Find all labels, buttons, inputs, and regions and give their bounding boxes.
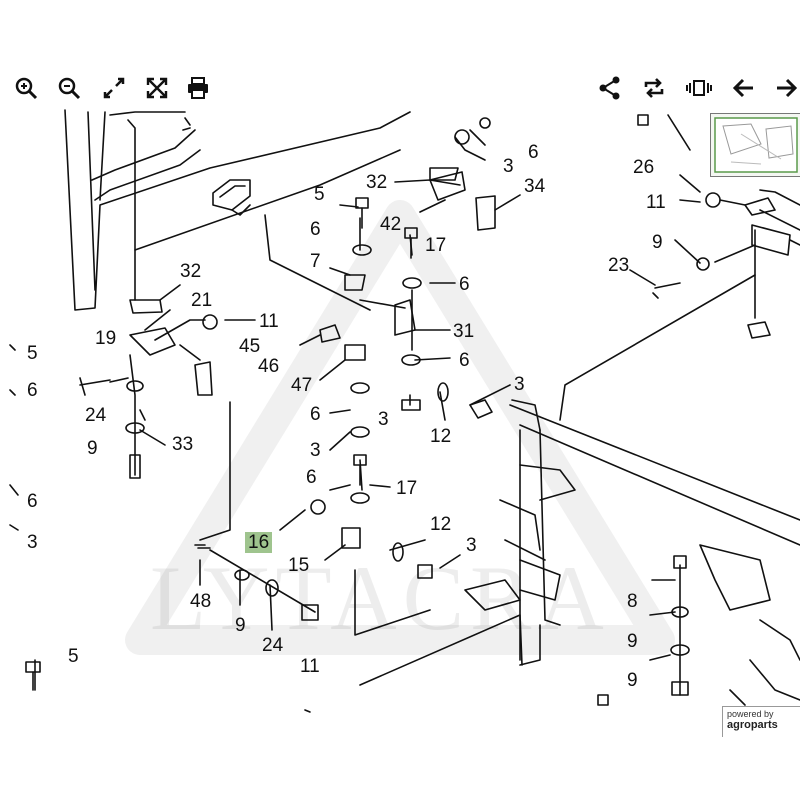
callout-6[interactable]: 6 <box>459 350 470 371</box>
callout-5[interactable]: 5 <box>27 343 38 364</box>
callout-3[interactable]: 3 <box>503 156 514 177</box>
callout-48[interactable]: 46 <box>258 356 280 377</box>
callout-24[interactable]: 24 <box>262 635 284 656</box>
callout-12[interactable]: 12 <box>430 514 452 535</box>
callout-9[interactable]: 9 <box>235 615 246 636</box>
callout-7[interactable]: 7 <box>310 251 321 272</box>
previous-button[interactable] <box>728 72 760 104</box>
callout-6[interactable]: 6 <box>528 142 539 163</box>
callout-31[interactable]: 31 <box>453 321 475 342</box>
print-icon <box>188 77 208 99</box>
previous-icon <box>732 78 753 98</box>
callout-6[interactable]: 6 <box>310 219 321 240</box>
agroparts-logo-text: agroparts <box>727 719 778 731</box>
fit-to-screen-icon <box>103 77 125 99</box>
callout-46[interactable]: 48 <box>190 591 212 612</box>
zoom-in-icon <box>15 77 38 100</box>
callout-16-highlighted[interactable]: 16 <box>245 532 273 553</box>
callout-6[interactable]: 6 <box>310 404 321 425</box>
callout-9[interactable]: 9 <box>87 438 98 459</box>
callout-26[interactable]: 26 <box>633 157 655 178</box>
callout-8[interactable]: 8 <box>627 591 638 612</box>
callout-17[interactable]: 17 <box>425 235 447 256</box>
fit-to-screen-button[interactable] <box>98 72 130 104</box>
callout-5[interactable]: 5 <box>314 184 325 205</box>
fullscreen-button[interactable] <box>141 72 173 104</box>
zoom-out-icon <box>58 77 81 100</box>
callout-3[interactable]: 3 <box>514 374 525 395</box>
next-button[interactable] <box>770 72 800 104</box>
thumbnail-preview-icon <box>714 117 798 173</box>
fullscreen-icon <box>146 77 168 99</box>
callout-15[interactable]: 15 <box>288 555 310 576</box>
zoom-out-button[interactable] <box>53 72 85 104</box>
callout-24[interactable]: 24 <box>85 405 107 426</box>
callout-6[interactable]: 6 <box>459 274 470 295</box>
callout-12[interactable]: 12 <box>430 426 452 447</box>
callout-11[interactable]: 11 <box>259 311 279 332</box>
callout-3[interactable]: 3 <box>27 532 38 553</box>
callout-9[interactable]: 9 <box>627 631 638 652</box>
callout-19[interactable]: 19 <box>95 328 117 349</box>
callout-33[interactable]: 34 <box>524 176 546 197</box>
callout-6[interactable]: 6 <box>27 380 38 401</box>
callout-42[interactable]: 42 <box>380 214 402 235</box>
callout-11[interactable]: 11 <box>300 656 320 677</box>
callout-34[interactable]: 33 <box>172 434 194 455</box>
callout-17[interactable]: 17 <box>396 478 418 499</box>
callout-21[interactable]: 21 <box>191 290 213 311</box>
callout-23[interactable]: 23 <box>608 255 630 276</box>
viewer-bottom-area <box>0 736 800 800</box>
slideshow-icon <box>686 80 712 96</box>
rotate-button[interactable] <box>638 72 670 104</box>
callout-3[interactable]: 3 <box>378 409 389 430</box>
callout-6[interactable]: 6 <box>27 491 38 512</box>
callout-47[interactable]: 47 <box>291 375 313 396</box>
callout-3[interactable]: 3 <box>466 535 477 556</box>
powered-by-badge: powered by agroparts <box>722 706 800 737</box>
print-button[interactable] <box>182 72 214 104</box>
next-icon <box>777 78 798 98</box>
share-icon <box>599 76 620 100</box>
callout-5[interactable]: 5 <box>68 646 79 667</box>
rotate-icon <box>644 78 664 98</box>
callout-6[interactable]: 6 <box>306 467 317 488</box>
slideshow-button[interactable] <box>683 72 715 104</box>
callout-45[interactable]: 45 <box>239 336 261 357</box>
diagram-thumbnail-navigator[interactable] <box>710 113 800 177</box>
powered-by-text: powered by <box>727 709 774 719</box>
zoom-in-button[interactable] <box>10 72 42 104</box>
callout-11[interactable]: 11 <box>646 192 666 213</box>
callout-9[interactable]: 9 <box>627 670 638 691</box>
callout-9[interactable]: 9 <box>652 232 663 253</box>
callout-32[interactable]: 32 <box>180 261 202 282</box>
share-button[interactable] <box>594 72 626 104</box>
callout-3[interactable]: 3 <box>310 440 321 461</box>
callout-32[interactable]: 32 <box>366 172 388 193</box>
